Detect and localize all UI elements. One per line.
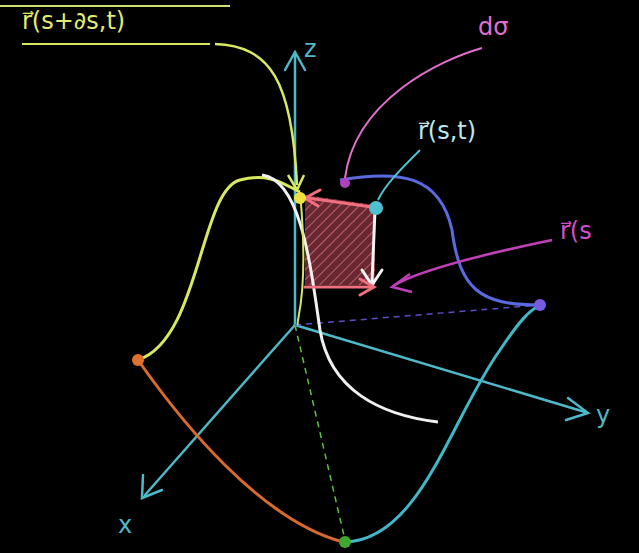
- axis-label: x: [118, 512, 132, 538]
- vector-label: r⃗(s+∂s,t): [22, 8, 125, 34]
- surface-element-label: dσ: [478, 14, 508, 40]
- axis-label: y: [596, 402, 610, 428]
- vector-label: r⃗(s: [560, 218, 592, 244]
- axis-label: z: [304, 36, 317, 62]
- vector-label: r⃗(s,t): [418, 118, 476, 144]
